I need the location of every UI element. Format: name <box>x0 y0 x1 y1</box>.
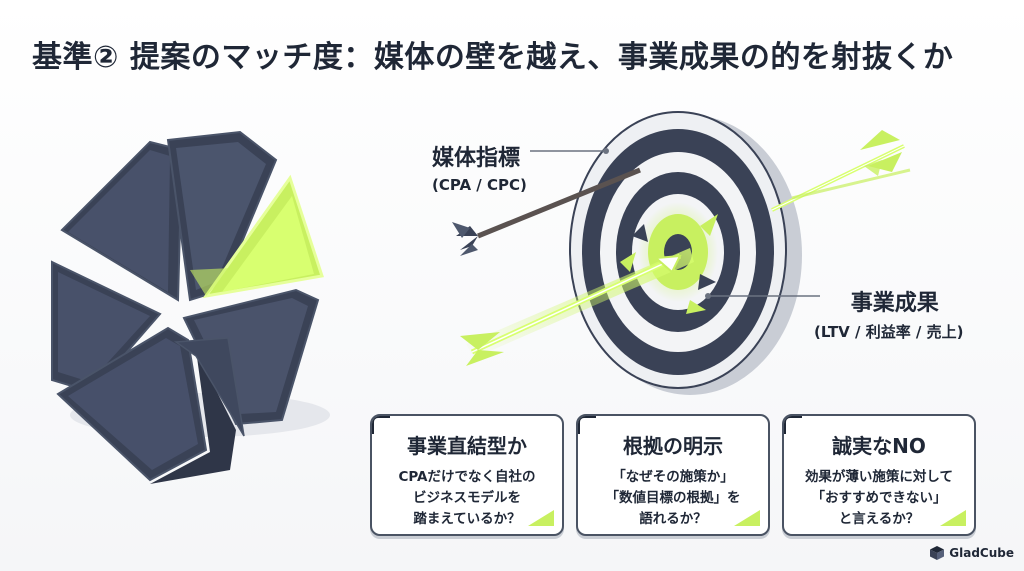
media-metric-title: 媒体指標 <box>432 146 521 171</box>
card-heading: 誠実なNO <box>832 434 926 458</box>
card-line: ビジネスモデルを <box>413 490 521 506</box>
card-heading: 根拠の明示 <box>623 434 723 458</box>
media-wall-shards <box>51 130 330 484</box>
card-line: 語れるか？ <box>639 511 707 527</box>
media-metric-label: 媒体指標 (CPA / CPC) <box>432 140 527 194</box>
card-body: CPAだけでなく自社の ビジネスモデルを 踏まえているか？ <box>382 467 552 530</box>
criteria-card-evidence: 根拠の明示 「なぜその施策か」 「数値目標の根拠」を 語れるか？ <box>576 414 770 536</box>
glow-arrow-main <box>460 248 694 366</box>
card-line: 踏まえているか？ <box>413 511 521 527</box>
brand-logo: GladCube <box>929 545 1014 561</box>
criteria-card-business: 事業直結型か CPAだけでなく自社の ビジネスモデルを 踏まえているか？ <box>370 414 564 536</box>
card-line: 「おすすめできない」 <box>811 490 947 506</box>
grey-arrow <box>452 167 641 256</box>
card-heading: 事業直結型か <box>407 434 527 458</box>
card-line: 「数値目標の根拠」を <box>605 490 741 506</box>
card-line: と言えるか？ <box>838 511 920 527</box>
card-line: CPAだけでなく自社の <box>398 469 536 485</box>
glow-arrow-upper <box>771 130 911 212</box>
brand-logo-text: GladCube <box>949 546 1014 560</box>
card-body: 「なぜその施策か」 「数値目標の根拠」を 語れるか？ <box>588 467 758 530</box>
card-line: 効果が薄い施策に対して <box>804 469 954 485</box>
card-line: 「なぜその施策か」 <box>612 469 734 485</box>
media-metric-subtitle: (CPA / CPC) <box>432 176 527 194</box>
card-body: 効果が薄い施策に対して 「おすすめできない」 と言えるか？ <box>794 467 964 530</box>
page-title: 基準② 提案のマッチ度：媒体の壁を越え、事業成果の的を射抜くか <box>32 40 954 75</box>
business-result-title: 事業成果 <box>850 291 939 316</box>
target-board <box>569 111 802 395</box>
business-result-label: 事業成果 (LTV / 利益率 / 売上) <box>814 285 963 342</box>
cube-icon <box>930 546 945 560</box>
criteria-card-honest-no: 誠実なNO 効果が薄い施策に対して 「おすすめできない」 と言えるか？ <box>782 414 976 536</box>
business-result-subtitle: (LTV / 利益率 / 売上) <box>814 323 964 341</box>
